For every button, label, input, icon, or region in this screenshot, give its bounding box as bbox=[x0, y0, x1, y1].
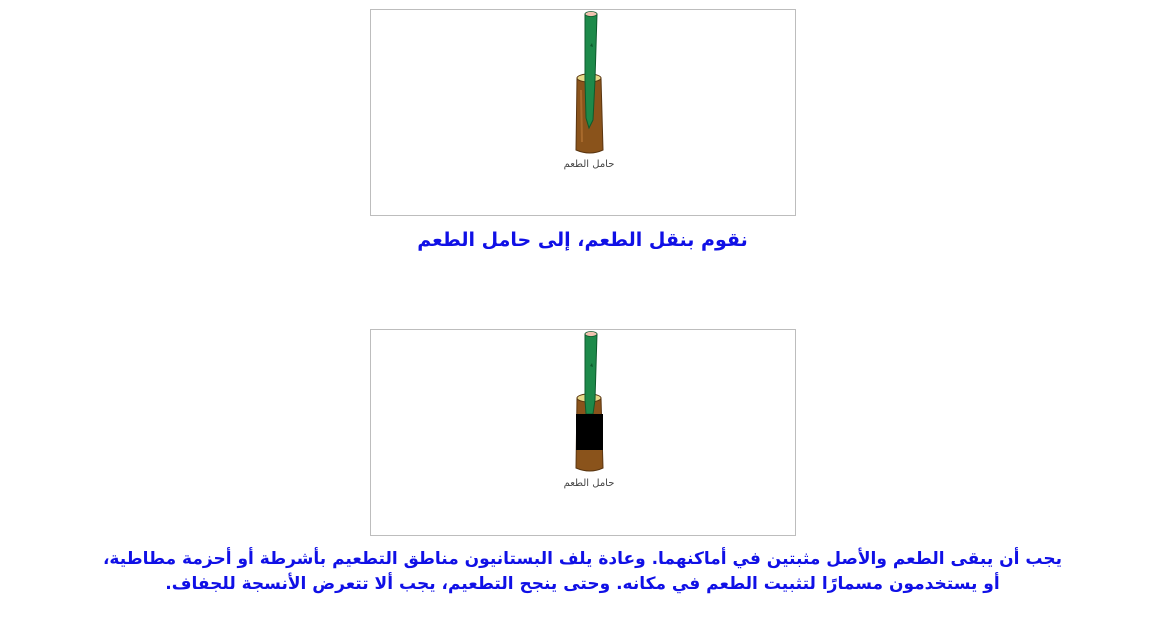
graft-figure-1: حامل الطعم bbox=[370, 9, 796, 216]
graft-illustration-1: حامل الطعم bbox=[564, 11, 615, 170]
caption-line-1: يجب أن يبقى الطعم والأصل مثبتين في أماكن… bbox=[102, 549, 1063, 569]
stock-label: حامل الطعم bbox=[564, 478, 615, 489]
scion-branch bbox=[584, 11, 598, 130]
caption-transfer: نقوم بنقل الطعم، إلى حامل الطعم bbox=[417, 229, 748, 251]
graft-figure-2: حامل الطعم bbox=[370, 329, 796, 536]
scion-branch bbox=[584, 331, 598, 415]
graft-illustration-2: حامل الطعم bbox=[564, 331, 615, 489]
caption-line-2: أو يستخدمون مسمارًا لتثبيت الطعم في مكان… bbox=[165, 574, 1000, 594]
grafting-tape bbox=[576, 414, 603, 450]
caption-secure-graft: يجب أن يبقى الطعم والأصل مثبتين في أماكن… bbox=[40, 547, 1125, 597]
stock-label: حامل الطعم bbox=[564, 159, 615, 170]
